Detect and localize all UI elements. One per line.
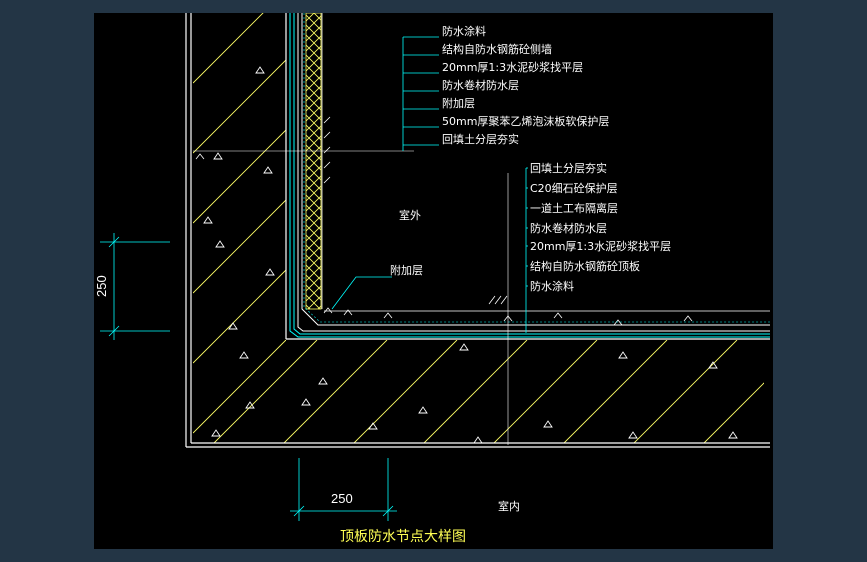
roof-layer-label: 防水卷材防水层 (530, 221, 607, 235)
drawing-canvas: 防水涂料 结构自防水钢筋砼侧墙 20mm厚1:3水泥砂浆找平层 防水卷材防水层 … (94, 13, 773, 549)
drawing-title: 顶板防水节点大样图 (340, 529, 466, 545)
horizontal-dimension (290, 458, 397, 521)
vertical-dimension (100, 233, 170, 340)
roof-hatch (213, 340, 764, 443)
wall-layer-label: 防水卷材防水层 (442, 78, 519, 92)
roof-layer-label: 防水涂料 (530, 279, 574, 293)
aggregate-marks (203, 66, 738, 444)
concrete-outline (185, 13, 770, 448)
wall-layer-label: 附加层 (442, 96, 475, 110)
outdoor-label: 室外 (399, 208, 421, 222)
roof-layer-labels: 回填土分层夯实 C20细石砼保护层 一道土工布隔离层 防水卷材防水层 20mm厚… (530, 161, 671, 293)
corner-reinforcement-label: 附加层 (390, 263, 423, 277)
wall-layer-label: 结构自防水钢筋砼侧墙 (442, 42, 552, 56)
wall-layer-label: 回填土分层夯实 (442, 132, 519, 146)
detail-drawing: 防水涂料 结构自防水钢筋砼侧墙 20mm厚1:3水泥砂浆找平层 防水卷材防水层 … (94, 13, 770, 545)
horizontal-dimension-value: 250 (331, 491, 353, 506)
soil-marks (195, 116, 693, 326)
roof-layer-label: 结构自防水钢筋砼顶板 (530, 259, 640, 273)
wall-layer-label: 20mm厚1:3水泥砂浆找平层 (442, 60, 583, 74)
wall-layer-label: 50mm厚聚苯乙烯泡沫板软保护层 (442, 114, 609, 128)
roof-layer-label: C20细石砼保护层 (530, 181, 618, 195)
roof-layer-label: 回填土分层夯实 (530, 161, 607, 175)
wall-layer-label: 防水涂料 (442, 24, 486, 38)
concrete-hatch (193, 13, 286, 434)
vertical-dimension-value: 250 (94, 275, 109, 297)
leader-lines (331, 36, 528, 333)
indoor-label: 室内 (498, 499, 520, 513)
wall-layer-labels: 防水涂料 结构自防水钢筋砼侧墙 20mm厚1:3水泥砂浆找平层 防水卷材防水层 … (442, 24, 609, 146)
section-lines (193, 150, 509, 445)
roof-layer-label: 20mm厚1:3水泥砂浆找平层 (530, 239, 671, 253)
roof-layer-label: 一道土工布隔离层 (530, 201, 618, 215)
waterproof-membrane (289, 13, 770, 338)
insulation-board (305, 13, 322, 310)
